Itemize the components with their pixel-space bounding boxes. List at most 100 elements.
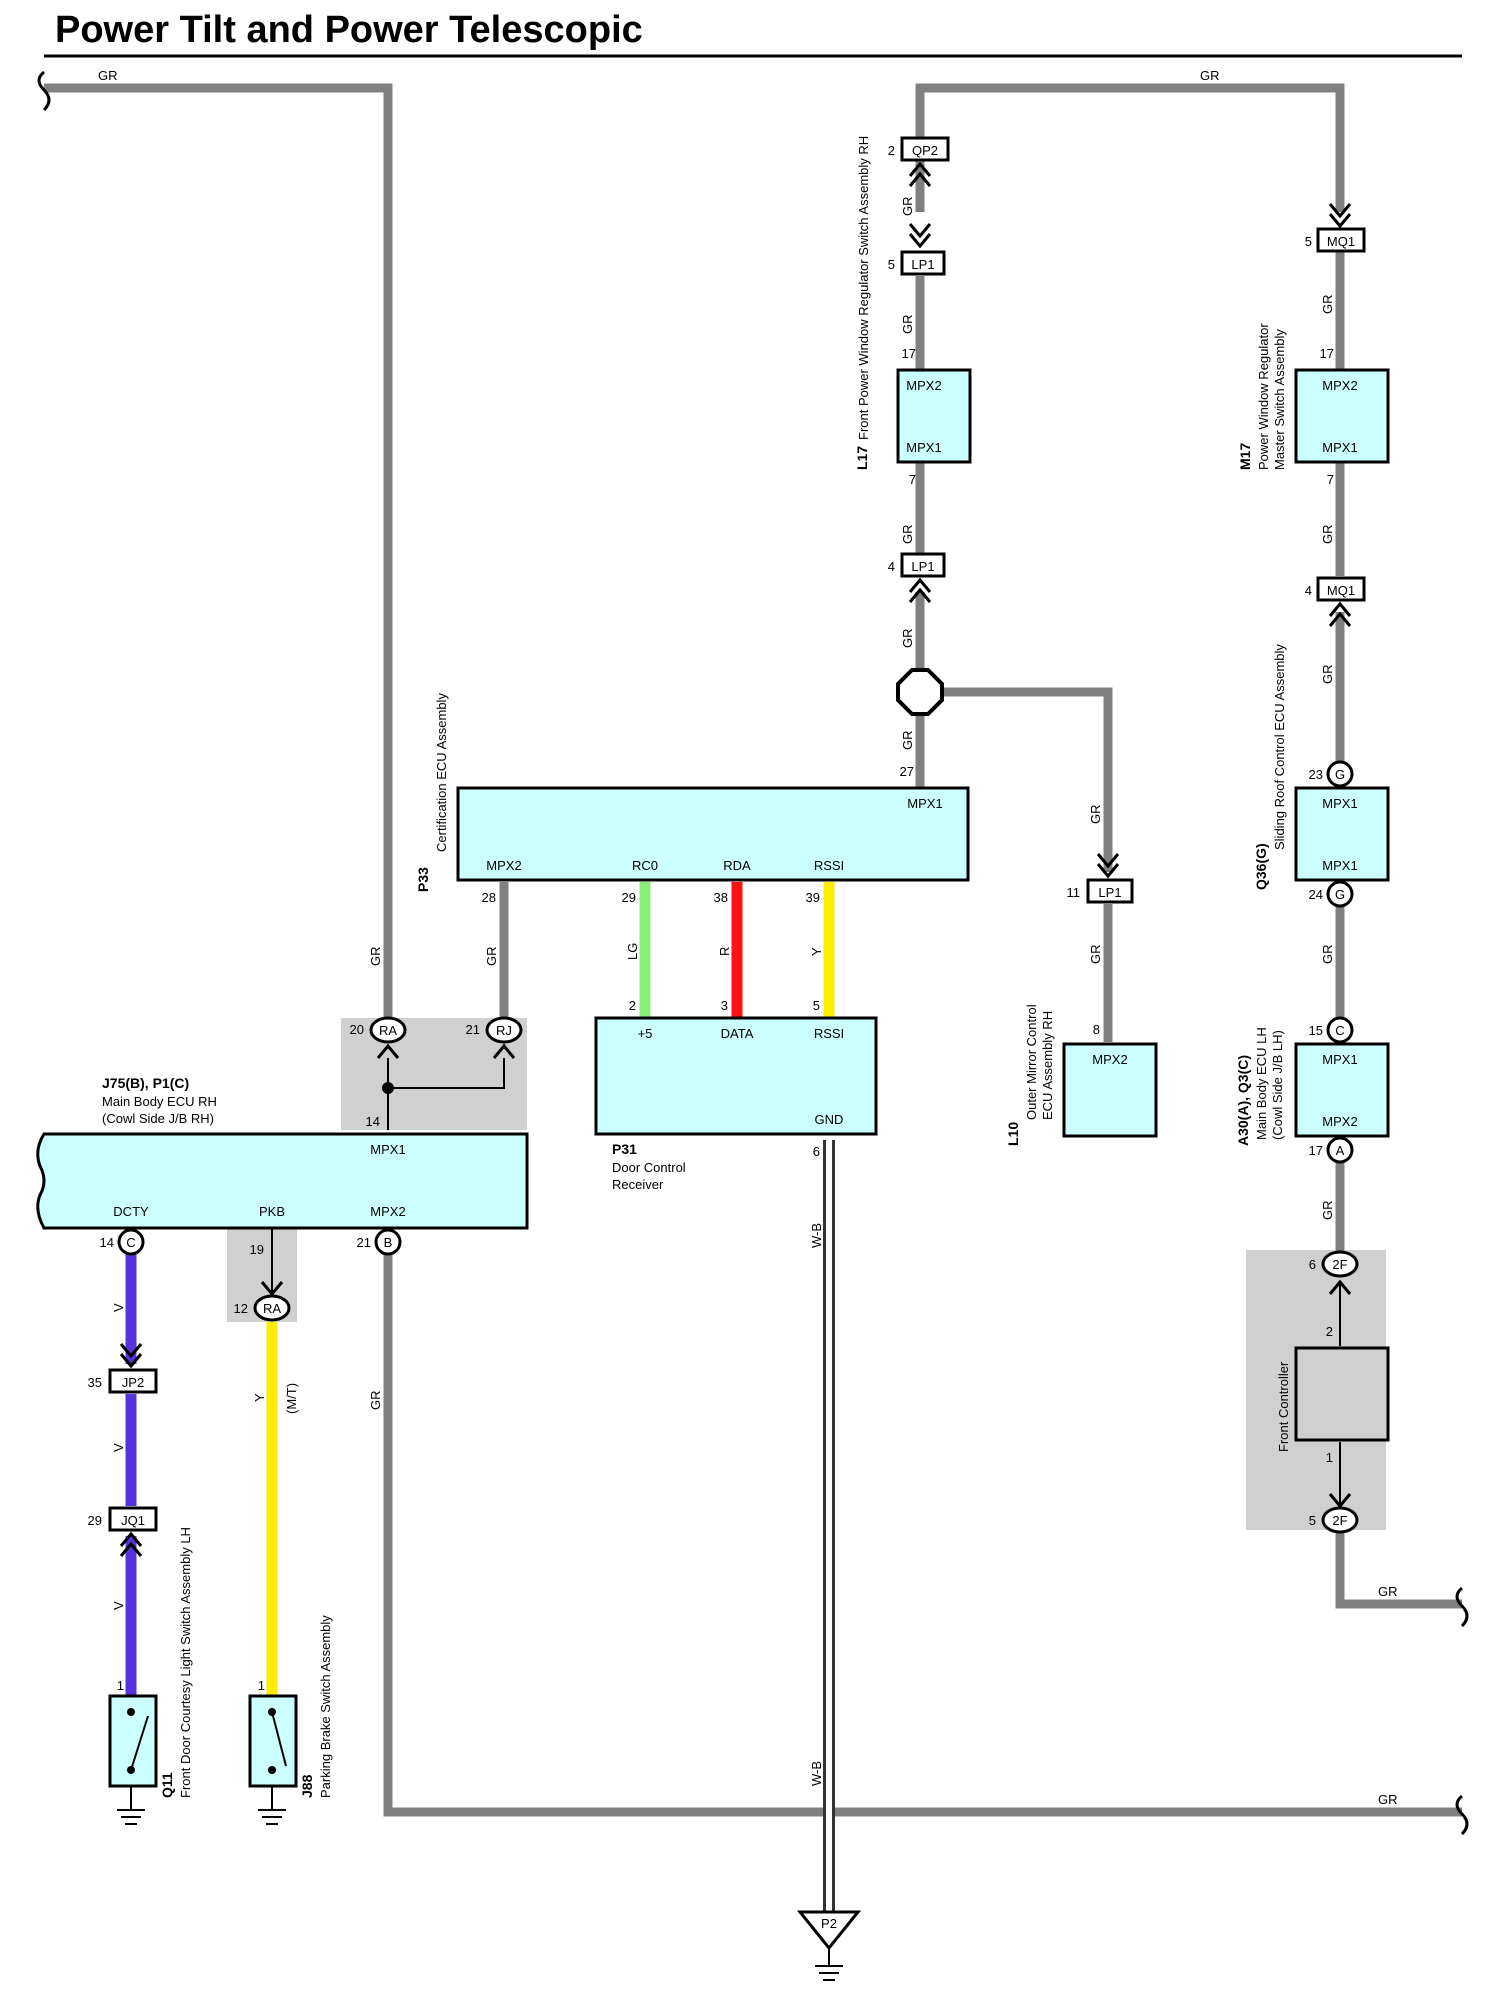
j75-mpx1: MPX1 <box>370 1142 405 1157</box>
wire-gr-bottom <box>383 1254 1462 1817</box>
component-l17: MPX2 MPX1 17 7 <box>896 346 972 487</box>
q11-code: Q11 <box>159 1772 175 1798</box>
svg-text:29: 29 <box>88 1513 102 1528</box>
label-gr-l10a: GR <box>1088 805 1103 825</box>
svg-text:17: 17 <box>902 346 916 361</box>
svg-text:11: 11 <box>1067 885 1081 900</box>
svg-text:DATA: DATA <box>721 1026 754 1041</box>
svg-text:MPX2: MPX2 <box>906 378 941 393</box>
p31-name-1: Door Control <box>612 1160 686 1175</box>
label-gr-m17b: GR <box>1320 525 1335 545</box>
diagram-title: Power Tilt and Power Telescopic <box>55 9 643 51</box>
label-gr-4: GR <box>1378 1792 1398 1807</box>
svg-text:MPX2: MPX2 <box>1092 1052 1127 1067</box>
svg-text:RC0: RC0 <box>632 858 658 873</box>
svg-text:17: 17 <box>1320 346 1334 361</box>
connector-c-a30: C 15 <box>1309 1016 1354 1044</box>
connector-mq1-mid: MQ1 4 <box>1305 576 1366 602</box>
wire-gr-splice-l10 <box>942 687 1113 872</box>
splice-octagon-icon <box>896 668 944 716</box>
break-topleft-icon <box>37 70 51 112</box>
svg-text:17: 17 <box>1309 1143 1323 1158</box>
l17-name: Front Power Window Regulator Switch Asse… <box>856 136 871 440</box>
pin-fc-2: 2 <box>1326 1324 1333 1339</box>
break-right1-icon <box>1455 1586 1469 1628</box>
svg-text:5: 5 <box>1305 234 1312 249</box>
connector-mq1-top: MQ1 5 <box>1305 227 1366 253</box>
label-v-1: V <box>111 1303 126 1312</box>
q36-code: Q36(G) <box>1253 843 1269 890</box>
svg-text:LP1: LP1 <box>911 257 934 272</box>
svg-text:21: 21 <box>357 1235 371 1250</box>
label-gr-l17e: GR <box>900 731 915 751</box>
svg-text:MPX2: MPX2 <box>1322 1114 1357 1129</box>
connector-b-j75: B 21 <box>357 1228 402 1256</box>
l10-code: L10 <box>1005 1122 1021 1146</box>
q36-name: Sliding Roof Control ECU Assembly <box>1272 644 1287 850</box>
wire-labels: GR GR GR GR GR GR GR GR GR GR GR GR GR G… <box>98 68 1398 1807</box>
svg-text:B: B <box>384 1235 393 1250</box>
svg-text:JQ1: JQ1 <box>121 1513 145 1528</box>
svg-text:4: 4 <box>1305 583 1312 598</box>
connector-g-bottom: G 24 <box>1309 880 1354 908</box>
label-gr-l17a: GR <box>900 197 915 217</box>
plug-jp2-icon <box>119 1343 143 1369</box>
label-lg: LG <box>625 943 640 960</box>
front-controller-name: Front Controller <box>1276 1361 1291 1452</box>
m17-code: M17 <box>1237 443 1253 470</box>
pin-fc-1: 1 <box>1326 1450 1333 1465</box>
svg-text:LP1: LP1 <box>911 559 934 574</box>
svg-text:5: 5 <box>813 998 820 1013</box>
j88-name: Parking Brake Switch Assembly <box>318 1615 333 1798</box>
svg-text:38: 38 <box>714 890 728 905</box>
connector-2f-top: 2F 6 <box>1309 1250 1359 1278</box>
j88-pin-1: 1 <box>258 1678 265 1693</box>
svg-text:12: 12 <box>234 1301 248 1316</box>
svg-text:QP2: QP2 <box>912 143 938 158</box>
svg-text:21: 21 <box>466 1022 480 1037</box>
j75-code: J75(B), P1(C) <box>102 1075 189 1091</box>
q11-name: Front Door Courtesy Light Switch Assembl… <box>178 1527 193 1798</box>
connector-g-top: G 23 <box>1309 760 1354 788</box>
label-gr-2: GR <box>1200 68 1220 83</box>
label-gr-l17d: GR <box>900 629 915 649</box>
svg-text:RJ: RJ <box>496 1023 512 1038</box>
label-gr-bottom: GR <box>368 1391 383 1411</box>
svg-text:MPX1: MPX1 <box>1322 1052 1357 1067</box>
svg-text:A: A <box>1336 1143 1345 1158</box>
m17-name-1: Power Window Regulator <box>1256 323 1271 470</box>
svg-text:27: 27 <box>900 764 914 779</box>
component-m17: MPX2 MPX1 17 7 <box>1294 346 1390 487</box>
connector-rj: RJ 21 <box>466 1016 523 1044</box>
j75-mpx2: MPX2 <box>370 1204 405 1219</box>
svg-text:29: 29 <box>622 890 636 905</box>
j75-pkb: PKB <box>259 1204 285 1219</box>
break-right2-icon <box>1455 1794 1469 1836</box>
a30-name-1: Main Body ECU LH <box>1254 1027 1269 1140</box>
svg-text:4: 4 <box>888 559 895 574</box>
svg-text:C: C <box>126 1235 135 1250</box>
p31-code: P31 <box>612 1141 637 1157</box>
component-p31: +5 DATA RSSI GND 2 3 5 6 <box>594 998 878 1159</box>
label-r: R <box>717 947 732 956</box>
j88-code: J88 <box>299 1774 315 1798</box>
connector-ra-top: RA 20 <box>350 1016 407 1044</box>
connector-2f-bottom: 2F 5 <box>1309 1506 1359 1534</box>
ra-rj-joint <box>382 1058 505 1130</box>
label-gr-l17c: GR <box>900 525 915 545</box>
svg-text:2: 2 <box>888 143 895 158</box>
svg-text:MPX1: MPX1 <box>1322 796 1357 811</box>
connector-qp2: QP2 2 <box>888 136 950 162</box>
svg-text:MPX1: MPX1 <box>907 796 942 811</box>
p33-code: P33 <box>415 867 431 892</box>
label-gr-l10b: GR <box>1088 945 1103 965</box>
j75-name-1: Main Body ECU RH <box>102 1094 217 1109</box>
svg-text:35: 35 <box>88 1375 102 1390</box>
plug-rj-icon <box>492 1043 516 1059</box>
svg-text:MPX2: MPX2 <box>1322 378 1357 393</box>
plug-lp1-l10-icon <box>1096 853 1120 879</box>
plug-mq1-mid-icon <box>1328 601 1352 627</box>
component-q36: MPX1 MPX1 <box>1294 786 1390 882</box>
connector-c-j75: C 14 <box>100 1228 145 1256</box>
